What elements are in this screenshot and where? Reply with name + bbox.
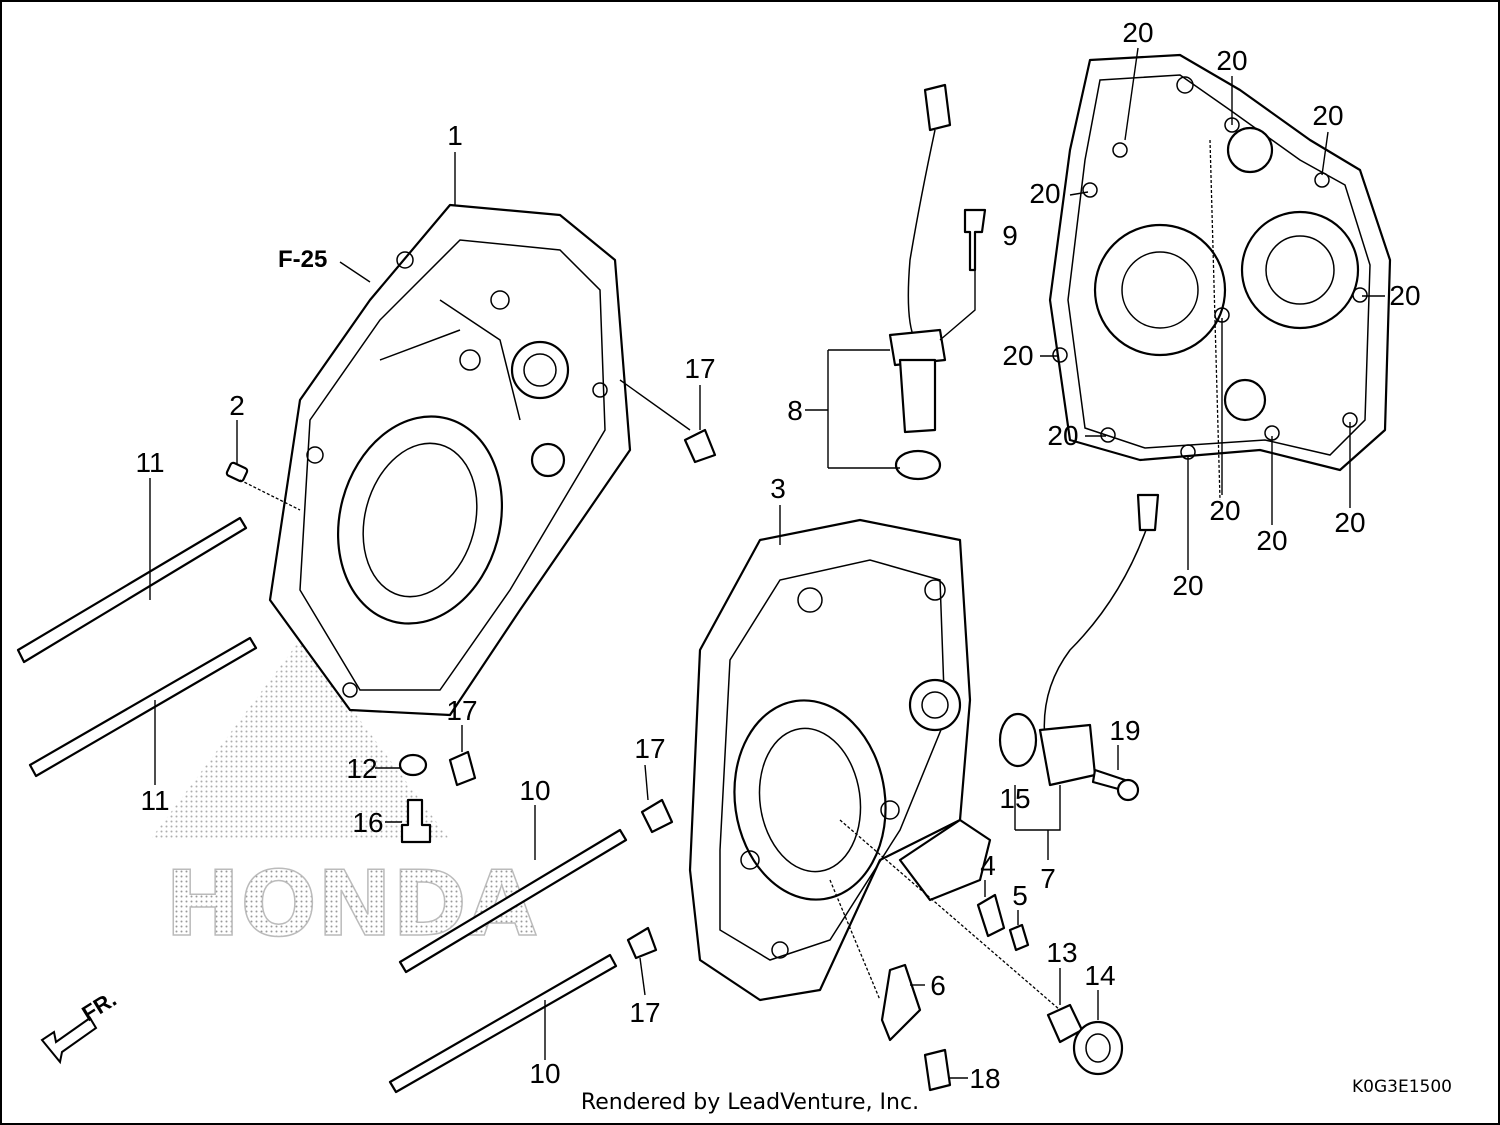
sensor-assembly xyxy=(888,83,987,481)
callout-11: 11 xyxy=(135,447,164,478)
reference-label-f25: F-25 xyxy=(278,246,327,273)
callout-labels: 1 2 3 4 5 6 7 8 9 10 10 11 11 12 13 14 1… xyxy=(135,17,1420,1094)
gear-position-switch xyxy=(998,493,1160,802)
callout-17-a: 17 xyxy=(684,353,715,384)
callout-11-lower: 11 xyxy=(140,785,169,816)
callout-17-b: 17 xyxy=(446,695,477,726)
small-parts xyxy=(225,428,1124,1092)
callout-5: 5 xyxy=(1012,880,1028,911)
callout-20: 20 xyxy=(1256,525,1287,556)
callout-20: 20 xyxy=(1122,17,1153,48)
callout-20: 20 xyxy=(1047,420,1078,451)
callout-14: 14 xyxy=(1084,960,1115,991)
callout-3: 3 xyxy=(770,473,786,504)
render-credit: Rendered by LeadVenture, Inc. xyxy=(580,1090,920,1115)
callout-10-lower: 10 xyxy=(529,1058,560,1089)
right-crankcase xyxy=(688,518,992,1002)
front-label: FR. xyxy=(77,986,120,1026)
honda-watermark: HONDA xyxy=(150,640,538,958)
callout-7: 7 xyxy=(1040,863,1056,894)
callout-15: 15 xyxy=(999,783,1030,814)
callout-20: 20 xyxy=(1209,495,1240,526)
left-crankcase xyxy=(268,203,632,717)
callout-2: 2 xyxy=(229,390,245,421)
front-direction-arrow: FR. xyxy=(40,986,121,1065)
figure-code: K0G3E1500 xyxy=(1352,1077,1452,1097)
callout-20: 20 xyxy=(1029,178,1060,209)
callout-1: 1 xyxy=(447,120,463,151)
crankcase-gasket xyxy=(1048,53,1392,472)
callout-20: 20 xyxy=(1312,100,1343,131)
callout-20: 20 xyxy=(1172,570,1203,601)
callout-4: 4 xyxy=(980,850,996,881)
callout-8: 8 xyxy=(787,395,803,426)
callout-17-d: 17 xyxy=(629,997,660,1028)
callout-19: 19 xyxy=(1109,715,1140,746)
leader-lines xyxy=(149,139,1221,1079)
callout-20: 20 xyxy=(1216,45,1247,76)
callout-9: 9 xyxy=(1002,220,1018,251)
svg-text:HONDA: HONDA xyxy=(165,852,537,957)
stud-bolts xyxy=(16,516,628,1094)
callout-18: 18 xyxy=(969,1063,1000,1094)
callout-10: 10 xyxy=(519,775,550,806)
callout-20: 20 xyxy=(1334,507,1365,538)
callout-6: 6 xyxy=(930,970,946,1001)
callout-12: 12 xyxy=(346,753,377,784)
callout-17-c: 17 xyxy=(634,733,665,764)
callout-20: 20 xyxy=(1389,280,1420,311)
gasket-leader-lines xyxy=(1040,47,1385,570)
callout-16: 16 xyxy=(352,807,383,838)
callout-13: 13 xyxy=(1046,937,1077,968)
callout-20: 20 xyxy=(1002,340,1033,371)
